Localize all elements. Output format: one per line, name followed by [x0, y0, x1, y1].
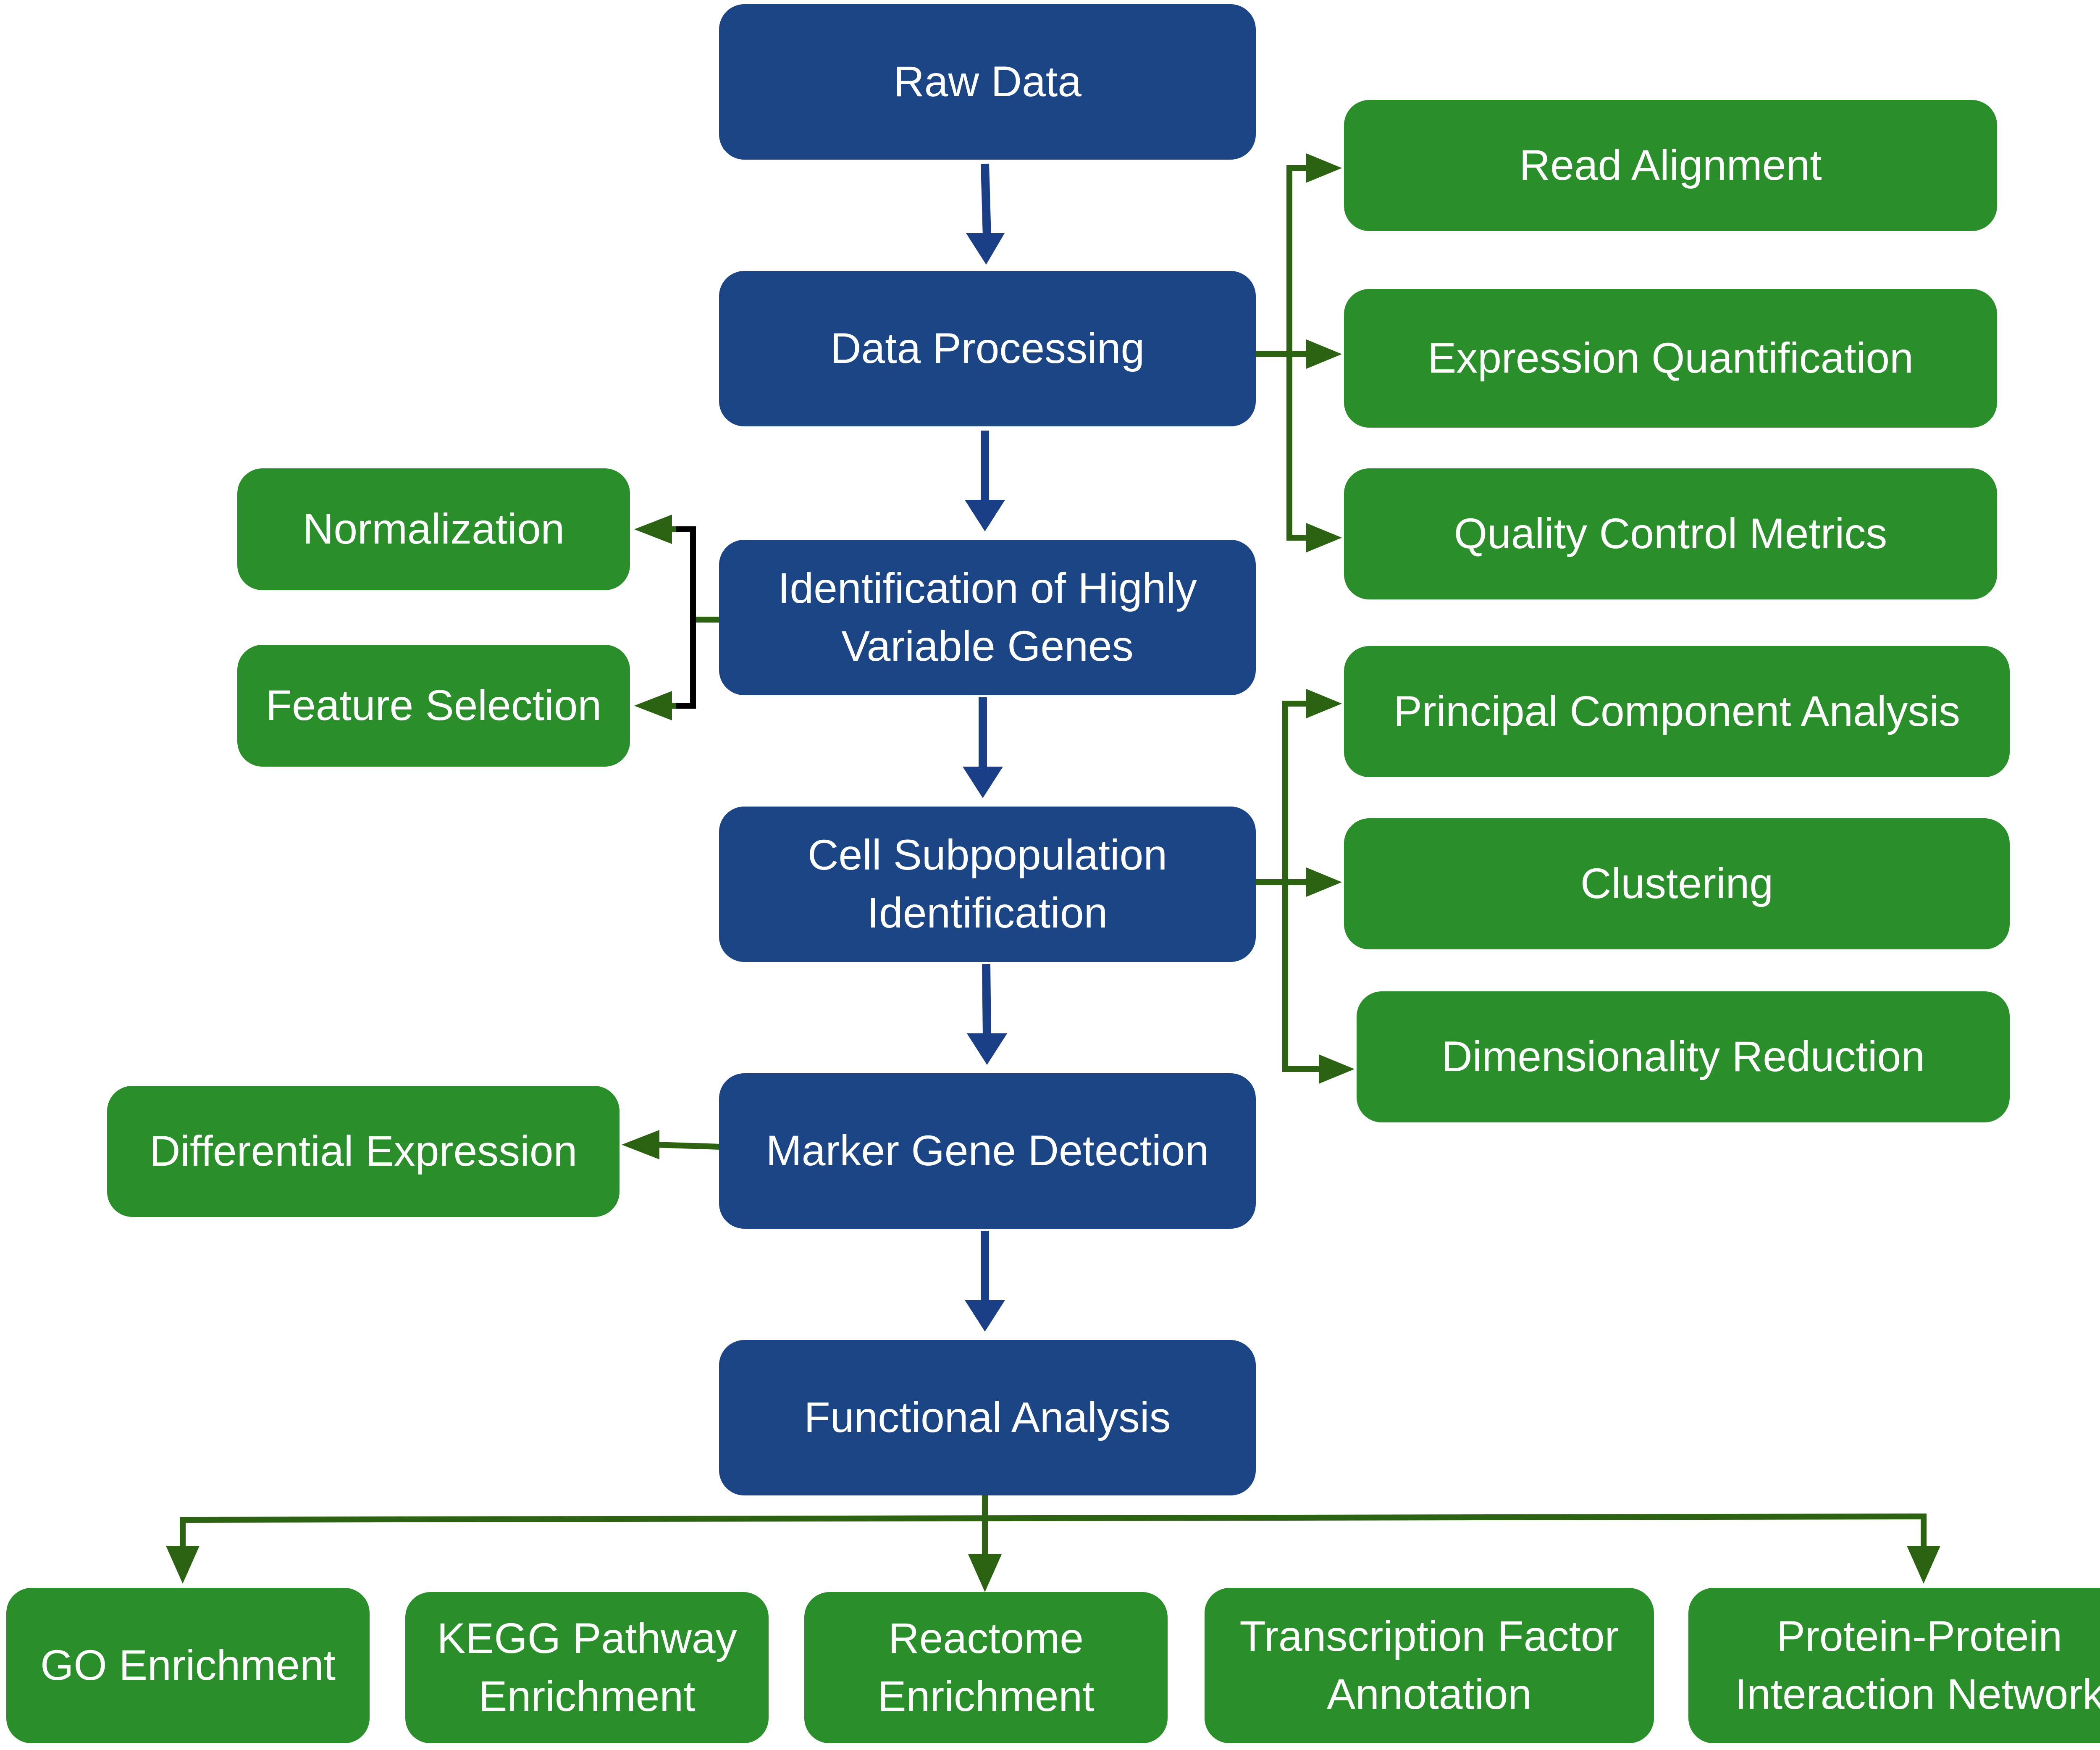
expression-quantification-label: Expression Quantification: [1428, 334, 1914, 382]
pca-box: Principal Component Analysis: [1344, 646, 2010, 777]
reactome-enrichment-label: Reactome Enrichment: [877, 1614, 1095, 1720]
functional-step: Functional Analysis: [719, 1340, 1256, 1495]
arrowhead-subpopulation-to-marker: [967, 1033, 1007, 1065]
functional-label: Functional Analysis: [804, 1393, 1171, 1442]
hvg-branch-arrowheads: [634, 515, 672, 720]
hvg-branch-connectors: [666, 526, 720, 709]
hvg-step: Identification of Highly Variable Genes: [719, 540, 1256, 695]
normalization-label: Normalization: [302, 505, 565, 553]
quality-control-label: Quality Control Metrics: [1454, 510, 1887, 558]
kegg-enrichment-box: KEGG Pathway Enrichment: [405, 1592, 769, 1743]
processing-branch-connectors: [1256, 165, 1310, 541]
quality-control-box: Quality Control Metrics: [1344, 468, 1997, 599]
read-alignment-box: Read Alignment: [1344, 100, 1997, 231]
arrowhead-to-quality-control: [1306, 523, 1342, 552]
arrowhead-to-differential-expression: [622, 1130, 659, 1159]
arrowhead-hvg-to-subpopulation: [963, 767, 1003, 798]
arrowhead-to-clustering: [1306, 867, 1342, 897]
reactome-enrichment-box: Reactome Enrichment: [804, 1592, 1168, 1743]
read-alignment-label: Read Alignment: [1519, 141, 1822, 189]
marker-step: Marker Gene Detection: [719, 1073, 1256, 1229]
raw-data-step: Raw Data: [719, 4, 1256, 160]
data-processing-step: Data Processing: [719, 271, 1256, 426]
feature-selection-label: Feature Selection: [265, 681, 602, 730]
hvg-label: Identification of Highly Variable Genes: [778, 564, 1197, 670]
subpopulation-label: Cell Subpopulation Identification: [807, 831, 1168, 937]
arrowhead-to-ppi: [1907, 1546, 1940, 1584]
arrowhead-to-normalization: [634, 515, 672, 544]
arrowhead-to-expression-quantification: [1306, 339, 1342, 369]
arrowhead-to-go: [166, 1546, 200, 1584]
clustering-box: Clustering: [1344, 818, 2010, 949]
bracket: [672, 526, 696, 709]
dim-reduction-label: Dimensionality Reduction: [1441, 1033, 1925, 1081]
feature-selection-box: Feature Selection: [237, 645, 630, 767]
pca-label: Principal Component Analysis: [1393, 687, 1961, 736]
subpopulation-branch-arrowheads: [1306, 689, 1354, 1084]
normalization-box: Normalization: [237, 468, 630, 590]
ppi-network-box: Protein-Protein Interaction Network: [1688, 1588, 2100, 1743]
subpopulation-step: Cell Subpopulation Identification: [719, 807, 1256, 962]
ppi-network-label: Protein-Protein Interaction Network: [1735, 1612, 2100, 1718]
dim-reduction-box: Dimensionality Reduction: [1357, 991, 2010, 1122]
functional-branch-arrowheads: [166, 1546, 1940, 1592]
expression-quantification-box: Expression Quantification: [1344, 289, 1997, 428]
arrow-raw-to-processing: [981, 163, 991, 238]
main-flow-arrows: [963, 163, 1007, 1332]
marker-branch-connector: [622, 1130, 721, 1159]
go-enrichment-label: GO Enrichment: [40, 1641, 336, 1690]
arrowhead-processing-to-hvg: [965, 500, 1005, 531]
processing-branch-arrowheads: [1306, 153, 1342, 552]
arrowhead-raw-to-processing: [966, 233, 1005, 265]
go-enrichment-box: GO Enrichment: [6, 1588, 370, 1743]
arrowhead-to-read-alignment: [1306, 153, 1342, 183]
marker-label: Marker Gene Detection: [766, 1127, 1209, 1175]
arrowhead-to-feature-selection: [634, 691, 672, 720]
data-processing-label: Data Processing: [830, 324, 1145, 373]
raw-data-label: Raw Data: [893, 58, 1082, 106]
kegg-enrichment-label: KEGG Pathway Enrichment: [437, 1614, 737, 1720]
tf-annotation-box: Transcription Factor Annotation: [1205, 1588, 1654, 1743]
clustering-label: Clustering: [1580, 859, 1774, 908]
arrow-subpopulation-to-marker: [982, 964, 991, 1038]
arrowhead-to-reactome: [968, 1554, 1002, 1592]
differential-expression-box: Differential Expression: [107, 1086, 620, 1217]
arrowhead-marker-to-functional: [965, 1300, 1005, 1332]
functional-branch-connectors: [180, 1495, 1927, 1563]
arrowhead-to-pca: [1306, 689, 1342, 718]
differential-expression-label: Differential Expression: [149, 1127, 578, 1175]
arrowhead-to-dim-reduction: [1319, 1054, 1354, 1084]
tf-annotation-label: Transcription Factor Annotation: [1239, 1612, 1619, 1718]
